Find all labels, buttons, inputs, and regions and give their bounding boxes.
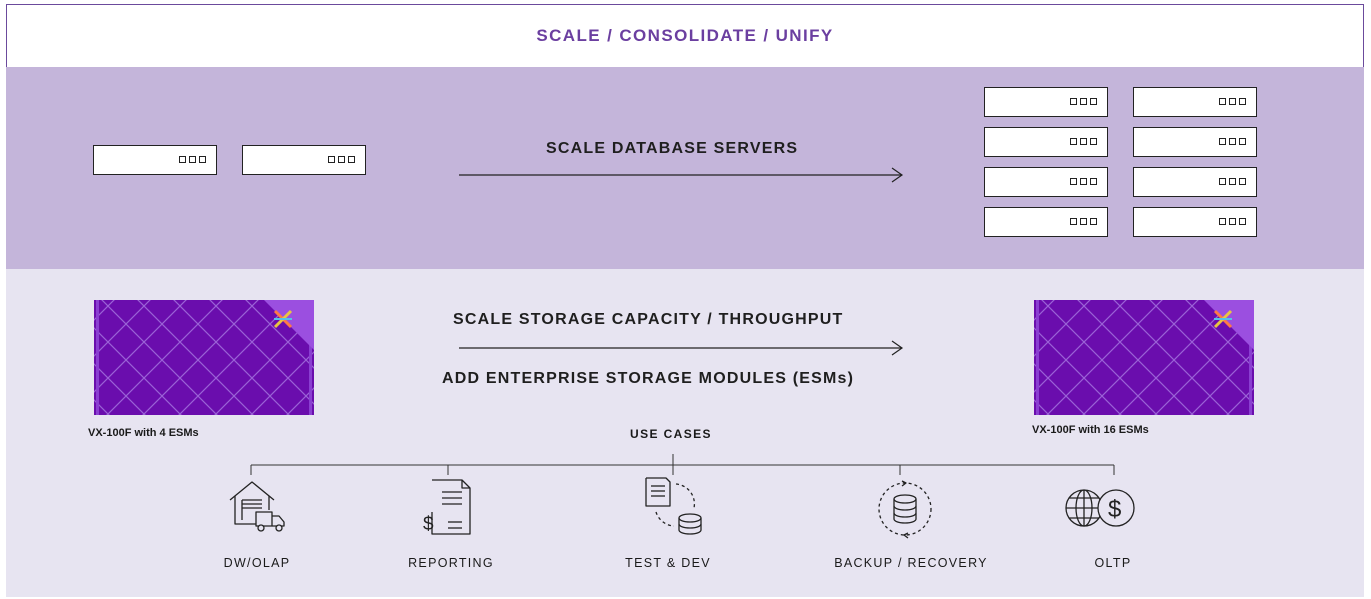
server-lights-icon (1219, 138, 1246, 145)
document-database-cycle-icon (645, 477, 702, 535)
servers-label: SCALE DATABASE SERVERS (546, 140, 799, 157)
server-unit (1133, 127, 1257, 157)
svg-text:$: $ (1108, 496, 1121, 523)
server-unit (1133, 87, 1257, 117)
use-case-label: REPORTING (408, 556, 494, 570)
servers-arrow-icon (459, 167, 904, 183)
globe-dollar-icon: $ (1065, 489, 1135, 527)
server-lights-icon (179, 156, 206, 163)
server-unit (984, 167, 1108, 197)
server-unit (93, 145, 217, 175)
svg-text:$: $ (423, 514, 434, 535)
header-banner: SCALE / CONSOLIDATE / UNIFY (6, 4, 1364, 68)
server-unit (1133, 207, 1257, 237)
diagram-frame: SCALE / CONSOLIDATE / UNIFY SCALE DATABA… (6, 0, 1364, 597)
server-lights-icon (1070, 218, 1097, 225)
header-title: SCALE / CONSOLIDATE / UNIFY (536, 26, 834, 45)
right-array-caption: VX-100F with 16 ESMs (1032, 424, 1149, 436)
storage-array-4-esm (94, 300, 314, 415)
storage-label-bottom: ADD ENTERPRISE STORAGE MODULES (ESMs) (442, 370, 855, 387)
warehouse-truck-icon (229, 481, 285, 532)
use-case-label: BACKUP / RECOVERY (834, 556, 988, 570)
server-unit (242, 145, 366, 175)
left-array-caption: VX-100F with 4 ESMs (88, 427, 199, 439)
database-cycle-icon (878, 480, 932, 539)
server-lights-icon (1070, 98, 1097, 105)
use-case-label: DW/OLAP (223, 556, 291, 570)
server-lights-icon (1070, 138, 1097, 145)
dollar-document-icon: $ (423, 479, 471, 535)
server-unit (984, 207, 1108, 237)
server-unit (984, 127, 1108, 157)
use-cases-title: USE CASES (630, 427, 712, 441)
server-unit (1133, 167, 1257, 197)
server-lights-icon (328, 156, 355, 163)
server-lights-icon (1070, 178, 1097, 185)
server-lights-icon (1219, 218, 1246, 225)
server-lights-icon (1219, 178, 1246, 185)
server-unit (984, 87, 1108, 117)
storage-label-top: SCALE STORAGE CAPACITY / THROUGHPUT (453, 311, 844, 328)
storage-array-16-esm (1034, 300, 1254, 415)
server-lights-icon (1219, 98, 1246, 105)
storage-arrow-icon (459, 340, 904, 356)
use-case-label: TEST & DEV (625, 556, 711, 570)
use-cases-connector (250, 454, 1115, 475)
use-case-label: OLTP (1094, 556, 1132, 570)
